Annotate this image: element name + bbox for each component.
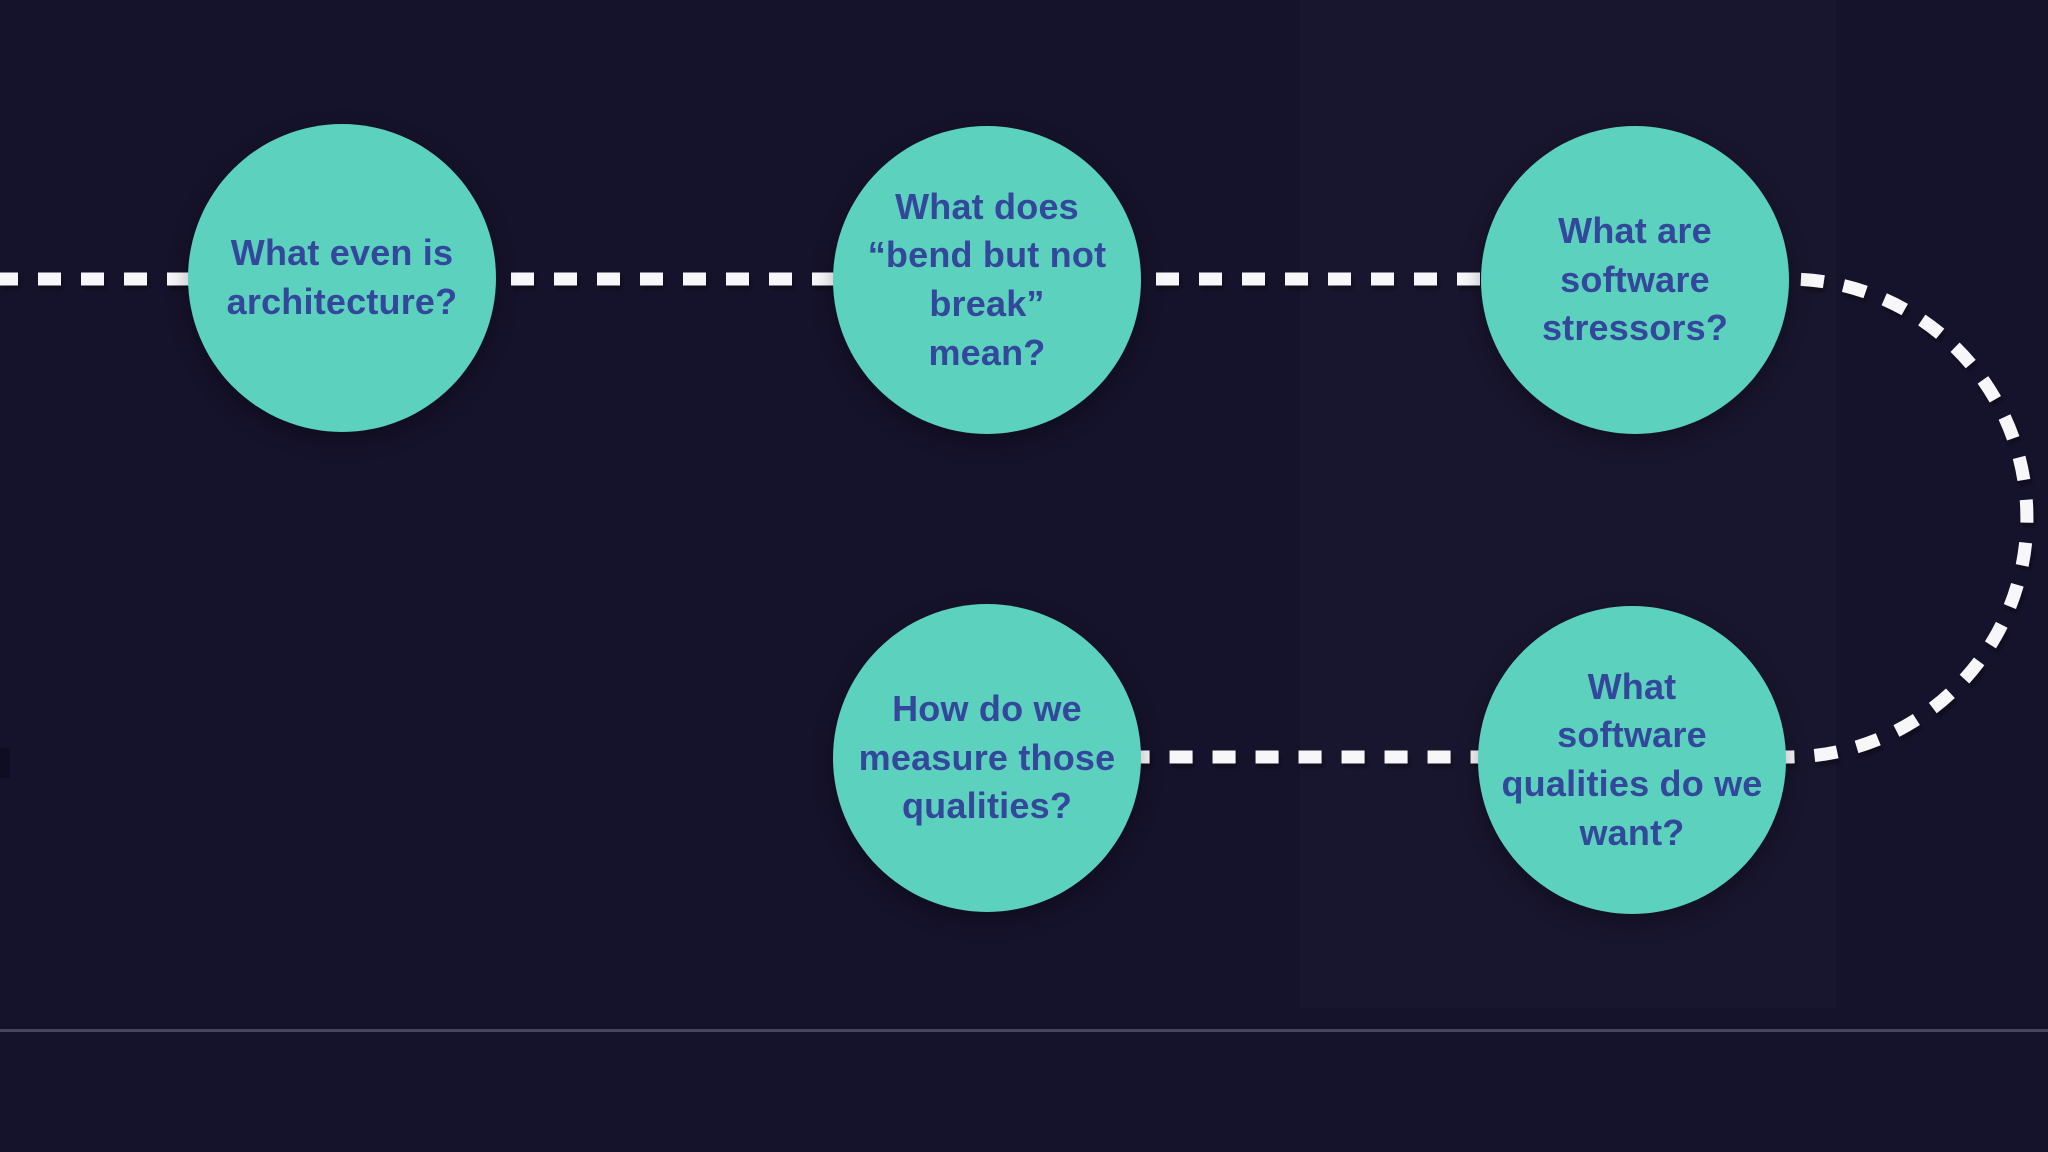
- question-node-label: What software qualities do we want?: [1501, 665, 1763, 853]
- footer-divider-line: [0, 1029, 2048, 1032]
- question-node-bend-not-break: What does “bend but not break” mean?: [833, 126, 1141, 434]
- question-node-architecture: What even is architecture?: [188, 124, 496, 432]
- faint-edge-dash: [0, 748, 10, 778]
- question-node-label: What does “bend but not break” mean?: [867, 185, 1107, 373]
- question-node-label: What are software stressors?: [1541, 210, 1729, 349]
- question-node-label: How do we measure those qualities?: [858, 688, 1116, 827]
- question-node-measure-qualities: How do we measure those qualities?: [833, 604, 1141, 912]
- question-node-qualities-want: What software qualities do we want?: [1478, 606, 1786, 914]
- dashed-connector-line: [0, 272, 2034, 764]
- question-node-label: What even is architecture?: [226, 232, 458, 322]
- question-node-stressors: What are software stressors?: [1481, 126, 1789, 434]
- footer: SpringOne Platform by Pivotal. Unless ot…: [0, 1032, 2048, 1152]
